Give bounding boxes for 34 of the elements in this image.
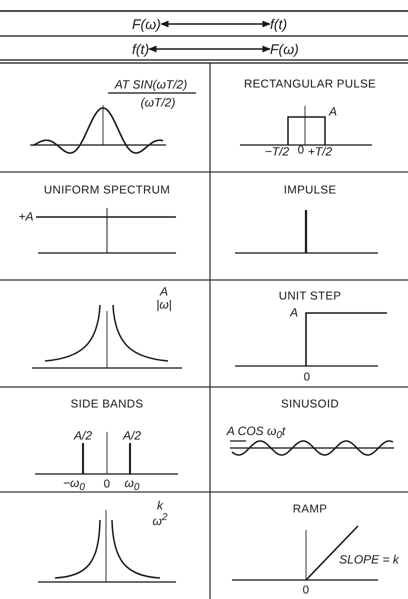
transform-heading: f(t) — [270, 14, 288, 34]
transform-name: SIDE BANDS — [70, 398, 144, 412]
transform-name: UNIFORM SPECTRUM — [44, 184, 170, 198]
axis-tick-label: 0 — [104, 478, 110, 492]
formula-label: |ω| — [156, 298, 172, 312]
transform-name: SINUSOID — [281, 398, 339, 412]
formula-label: (ωT/2) — [140, 96, 176, 110]
axis-tick-label: 0 — [304, 372, 310, 384]
axis-tick-label: ω$_{0}$ — [124, 476, 140, 494]
amplitude-label: A/2 — [123, 429, 141, 443]
formula-label: SLOPE = k — [339, 553, 399, 567]
transform-name: UNIT STEP — [278, 290, 342, 304]
axis-tick-label: −T/2 — [264, 145, 290, 159]
transform-heading: f(t) — [132, 39, 150, 59]
transform-name: RECTANGULAR PULSE — [244, 78, 376, 92]
axis-tick-label: +T/2 — [308, 145, 332, 159]
double-arrow — [160, 20, 271, 28]
formula-label: ω$^{2}$ — [152, 512, 168, 528]
amplitude-label: +A — [18, 210, 34, 224]
axis-tick-label: 0 — [302, 584, 310, 598]
amplitude-label: A/2 — [74, 429, 92, 443]
formula-label: k — [157, 499, 163, 513]
formula-label: A COS ω$_{0}$t — [226, 424, 286, 442]
transform-name: IMPULSE — [284, 184, 336, 198]
formula-label: A — [160, 285, 168, 299]
amplitude-label: A — [329, 105, 337, 119]
double-arrow — [148, 46, 271, 52]
transform-heading: F(ω) — [132, 14, 161, 34]
formula-label: AT SIN(ωT/2) — [114, 78, 188, 92]
transform-name: RAMP — [292, 504, 328, 516]
amplitude-label: A — [290, 306, 298, 320]
axis-tick-label: −ω$_{0}$ — [63, 476, 85, 494]
transform-heading: F(ω) — [270, 39, 299, 59]
axis-tick-label: 0 — [298, 144, 304, 158]
